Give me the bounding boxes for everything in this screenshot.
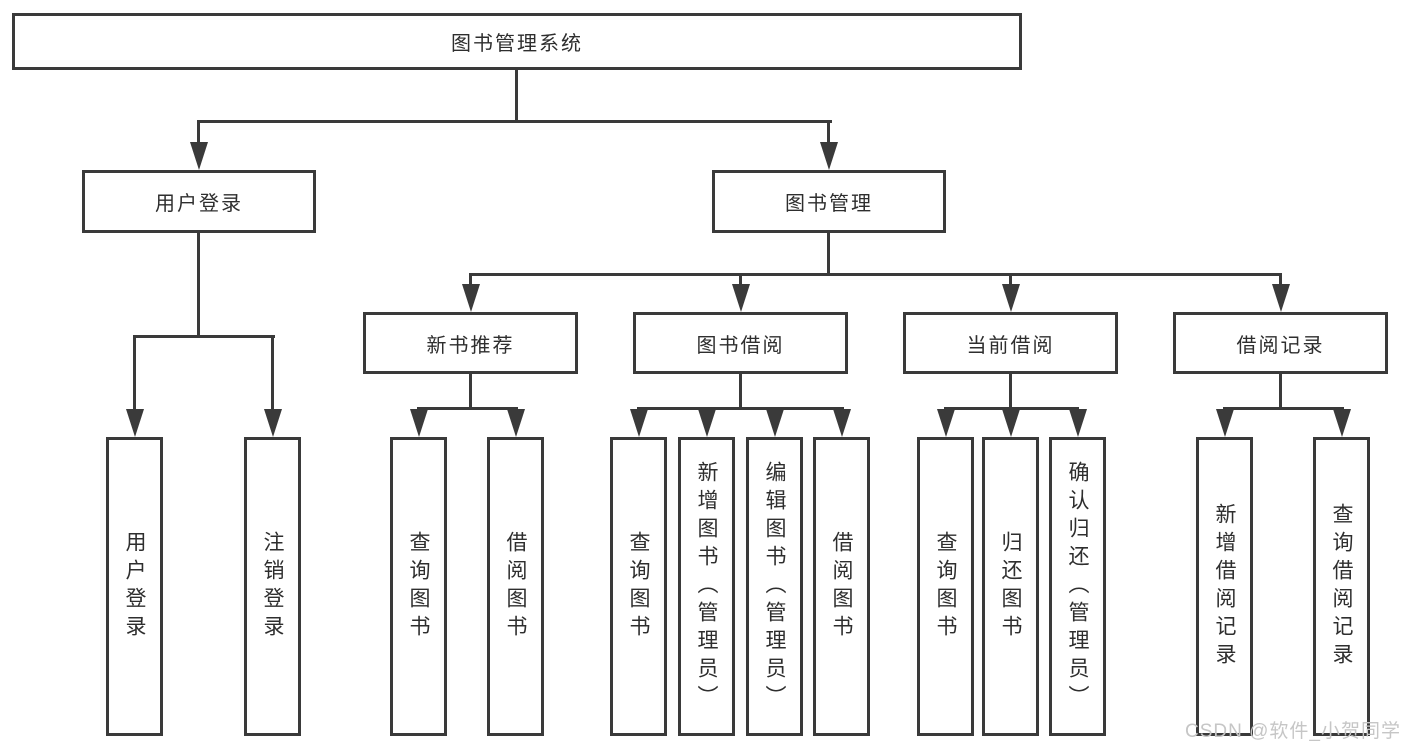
leaf-query-book-2: 查询图书 [610, 437, 667, 736]
leaf-confirm-return-admin-label: 确认归还（管理员） [1066, 460, 1089, 713]
connector-line [417, 407, 518, 410]
node-new-book-recommend-label: 新书推荐 [426, 334, 515, 357]
arrowhead-down-icon [190, 142, 208, 170]
leaf-add-borrow-record: 新增借阅记录 [1196, 437, 1253, 736]
arrowhead-down-icon [732, 284, 750, 312]
leaf-edit-book-admin: 编辑图书（管理员） [746, 437, 803, 736]
connector-line [133, 335, 275, 338]
connector-line [271, 335, 274, 411]
node-book-borrow-label: 图书借阅 [696, 334, 785, 357]
connector-line [739, 273, 742, 287]
connector-line [1009, 372, 1012, 410]
node-user-login: 用户登录 [82, 170, 316, 233]
arrowhead-down-icon [937, 409, 955, 437]
arrowhead-down-icon [410, 409, 428, 437]
connector-line [944, 407, 1079, 410]
arrowhead-down-icon [1002, 409, 1020, 437]
arrowhead-down-icon [698, 409, 716, 437]
leaf-query-book-1-label: 查询图书 [407, 530, 430, 643]
connector-line [469, 273, 472, 287]
connector-line [827, 120, 830, 146]
connector-line [1223, 407, 1344, 410]
leaf-user-login-label: 用户登录 [123, 530, 146, 643]
node-root: 图书管理系统 [12, 13, 1022, 70]
arrowhead-down-icon [766, 409, 784, 437]
arrowhead-down-icon [833, 409, 851, 437]
arrowhead-down-icon [264, 409, 282, 437]
leaf-return-book: 归还图书 [982, 437, 1039, 736]
leaf-borrow-book-2-label: 借阅图书 [830, 530, 853, 643]
node-book-management: 图书管理 [712, 170, 946, 233]
watermark: CSDN @软件_小贺同学 [1185, 721, 1401, 742]
arrowhead-down-icon [1216, 409, 1234, 437]
connector-line [197, 231, 200, 337]
connector-line [197, 120, 832, 123]
leaf-logout-label: 注销登录 [261, 530, 284, 643]
connector-line [827, 231, 830, 275]
arrowhead-down-icon [462, 284, 480, 312]
leaf-borrow-book-1: 借阅图书 [487, 437, 544, 736]
leaf-add-book-admin: 新增图书（管理员） [678, 437, 735, 736]
leaf-borrow-book-1-label: 借阅图书 [504, 530, 527, 643]
connector-line [515, 70, 518, 122]
node-root-label: 图书管理系统 [451, 33, 583, 55]
arrowhead-down-icon [1002, 284, 1020, 312]
leaf-return-book-label: 归还图书 [999, 530, 1022, 643]
leaf-query-book-3-label: 查询图书 [934, 530, 957, 643]
arrowhead-down-icon [507, 409, 525, 437]
connector-line [637, 407, 844, 410]
node-new-book-recommend: 新书推荐 [363, 312, 578, 374]
leaf-confirm-return-admin: 确认归还（管理员） [1049, 437, 1106, 736]
arrowhead-down-icon [1272, 284, 1290, 312]
connector-line [197, 120, 200, 146]
node-book-management-label: 图书管理 [785, 193, 873, 215]
connector-line [133, 335, 136, 411]
node-current-borrow-label: 当前借阅 [966, 334, 1055, 357]
leaf-add-borrow-record-label: 新增借阅记录 [1213, 502, 1236, 671]
node-book-borrow: 图书借阅 [633, 312, 848, 374]
connector-line [739, 372, 742, 410]
connector-line [469, 372, 472, 410]
node-borrow-record-label: 借阅记录 [1236, 334, 1325, 357]
node-user-login-label: 用户登录 [155, 193, 243, 215]
arrowhead-down-icon [126, 409, 144, 437]
arrowhead-down-icon [1069, 409, 1087, 437]
leaf-add-book-admin-label: 新增图书（管理员） [695, 460, 718, 713]
leaf-borrow-book-2: 借阅图书 [813, 437, 870, 736]
node-borrow-record: 借阅记录 [1173, 312, 1388, 374]
connector-line [1279, 273, 1282, 287]
arrowhead-down-icon [820, 142, 838, 170]
leaf-query-borrow-record: 查询借阅记录 [1313, 437, 1370, 736]
connector-line [1009, 273, 1012, 287]
connector-line [469, 273, 1282, 276]
connector-line [1279, 372, 1282, 410]
leaf-query-book-3: 查询图书 [917, 437, 974, 736]
leaf-logout: 注销登录 [244, 437, 301, 736]
arrowhead-down-icon [630, 409, 648, 437]
leaf-edit-book-admin-label: 编辑图书（管理员） [763, 460, 786, 713]
node-current-borrow: 当前借阅 [903, 312, 1118, 374]
leaf-query-book-1: 查询图书 [390, 437, 447, 736]
leaf-user-login: 用户登录 [106, 437, 163, 736]
arrowhead-down-icon [1333, 409, 1351, 437]
leaf-query-borrow-record-label: 查询借阅记录 [1330, 502, 1353, 671]
leaf-query-book-2-label: 查询图书 [627, 530, 650, 643]
